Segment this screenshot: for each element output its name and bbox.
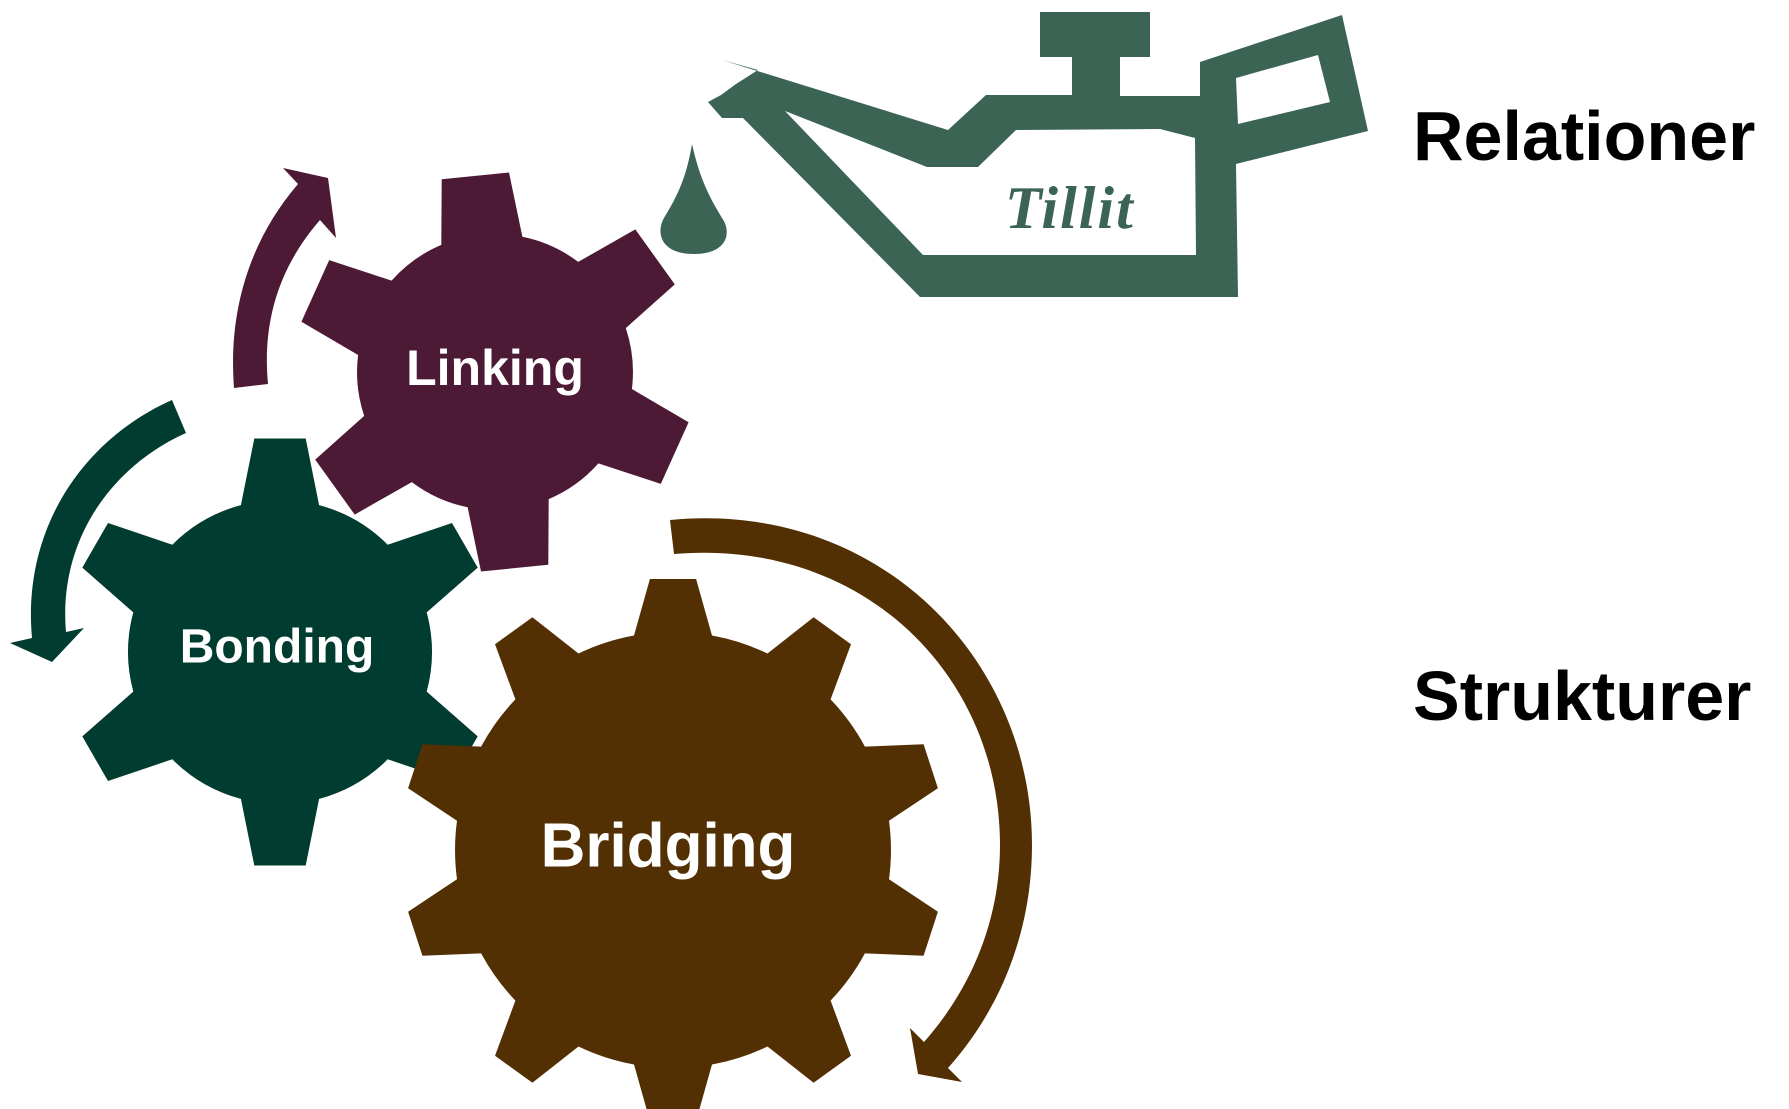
arrow-bonding-icon: [10, 400, 186, 662]
relations-label: Relationer: [1413, 97, 1755, 175]
gear-bonding-label: Bonding: [180, 621, 375, 674]
oil-can-body: [708, 12, 1368, 297]
gear-bridging: [408, 579, 938, 1109]
gear-linking-label: Linking: [406, 340, 584, 396]
gear-bonding: [82, 438, 478, 866]
gear-bridging-label: Bridging: [541, 811, 796, 880]
arrow-linking-icon: [233, 168, 336, 388]
structures-label: Strukturer: [1413, 657, 1751, 735]
gear-linking: [301, 172, 689, 572]
arrow-bridging-icon: [670, 518, 1032, 1082]
oil-can-label: Tillit: [1005, 175, 1135, 241]
oil-drop-icon: [660, 144, 727, 254]
oil-can-icon: [660, 12, 1368, 297]
